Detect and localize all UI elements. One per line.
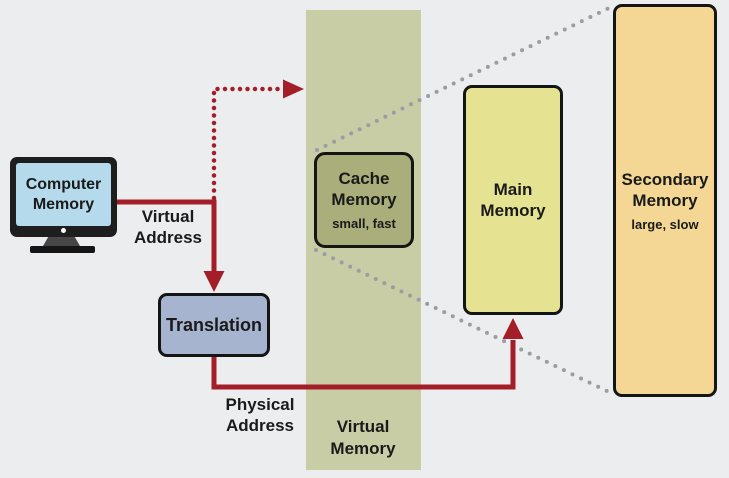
physical-address-arrowhead (502, 318, 524, 339)
monitor-power-dot (61, 228, 66, 233)
translation-label: Translation (165, 314, 263, 335)
secondary-memory-subtitle: large, slow (631, 216, 699, 232)
monitor-screen: Computer Memory (16, 163, 111, 226)
virtual-memory-label: Virtual Memory (330, 417, 396, 458)
secondary-memory-label: Secondary Memory (621, 169, 709, 210)
main-memory-label: Main Memory (480, 180, 546, 220)
dotted-bypass-arrow-line (211, 86, 283, 201)
cache-memory-label: Cache Memory (331, 169, 397, 209)
dotted-bypass-arrowhead (283, 79, 304, 99)
cache-memory-subtitle: small, fast (332, 216, 396, 231)
monitor-frame: Computer Memory (10, 157, 117, 237)
monitor-stand-neck (43, 237, 80, 246)
translation-box: Translation (158, 293, 270, 357)
virtual-address-label: Virtual Address (133, 207, 203, 247)
cache-memory-box: Cache Memory small, fast (314, 152, 414, 248)
main-memory-box: Main Memory (463, 85, 563, 315)
monitor-stand-base (30, 246, 95, 253)
virtual-address-arrowhead (203, 271, 225, 292)
computer-memory-label: Computer Memory (25, 175, 102, 213)
physical-address-label: Physical Address (225, 395, 295, 435)
computer-monitor-icon: Computer Memory (10, 157, 117, 253)
secondary-memory-box: Secondary Memory large, slow (613, 4, 717, 397)
